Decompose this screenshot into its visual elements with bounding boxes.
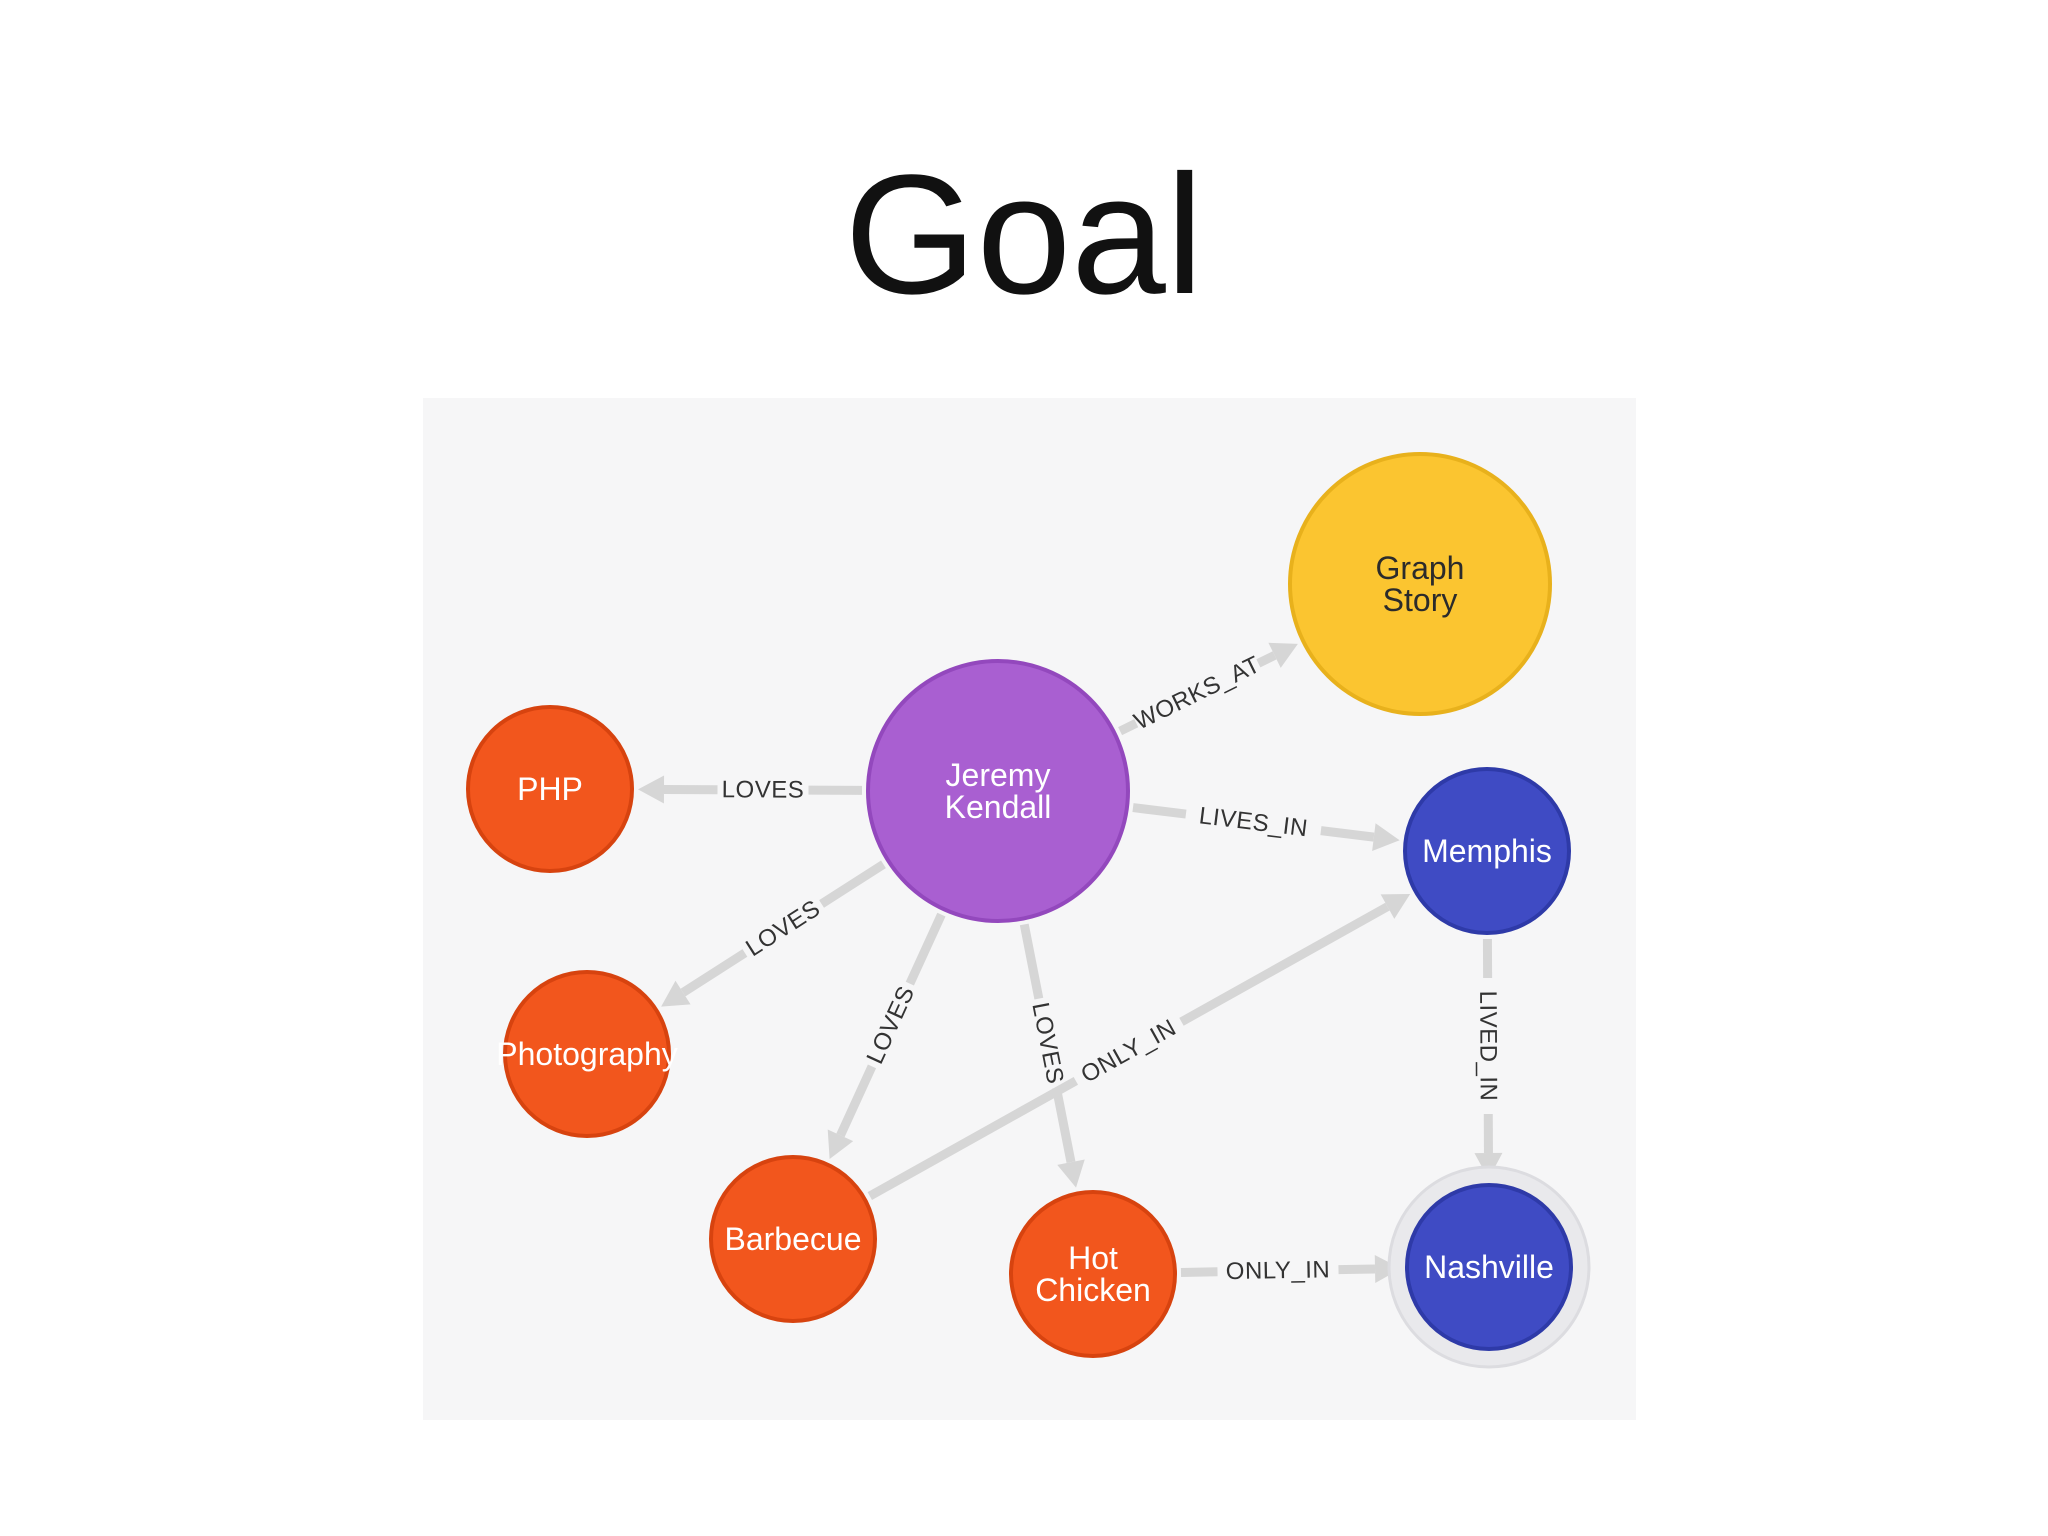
edge-hotchicken-nashville[interactable]: ONLY_IN <box>1180 1255 1402 1285</box>
node-circle <box>1405 1183 1573 1351</box>
edge-line <box>1338 1264 1376 1275</box>
edge-arrowhead <box>827 1129 854 1159</box>
edge-jeremy-graphstory[interactable]: WORKS_AT <box>1118 642 1298 736</box>
edge-line <box>1051 1087 1076 1164</box>
node-label: PHP <box>517 771 583 807</box>
edge-jeremy-barbecue[interactable]: LOVES <box>827 912 946 1159</box>
node-label: Photography <box>496 1036 677 1072</box>
node-label: Barbecue <box>725 1221 862 1257</box>
node-label: Graph <box>1376 550 1465 586</box>
edge-line <box>867 1076 1079 1200</box>
edge-label: ONLY_IN <box>1226 1256 1331 1285</box>
edge-line <box>836 1064 877 1138</box>
edge-jeremy-memphis[interactable]: LIVES_IN <box>1132 802 1400 852</box>
node-circle <box>866 659 1130 923</box>
node-php[interactable]: PHP <box>466 705 634 873</box>
node-circle <box>1009 1190 1177 1358</box>
node-circle <box>1403 767 1571 935</box>
slide-title: Goal <box>844 140 1204 330</box>
edge-line <box>1256 651 1277 668</box>
edge-arrowhead <box>1268 642 1298 668</box>
edge-line <box>1132 803 1187 819</box>
node-barbecue[interactable]: Barbecue <box>709 1155 877 1323</box>
edge-label: LIVES_IN <box>1197 802 1309 842</box>
edge-label: LOVES <box>861 982 920 1068</box>
edge-jeremy-photography[interactable]: LOVES <box>661 860 886 1007</box>
edge-line <box>1320 826 1375 842</box>
edge-jeremy-php[interactable]: LOVES <box>637 775 863 804</box>
node-circle <box>503 970 671 1138</box>
edge-label: LIVED_IN <box>1474 991 1502 1102</box>
edge-line <box>1179 902 1390 1026</box>
edge-line <box>1019 923 1044 1000</box>
node-label: Story <box>1383 582 1458 618</box>
node-circle <box>1288 452 1552 716</box>
edge-label: LOVES <box>741 895 825 962</box>
node-label: Nashville <box>1424 1249 1554 1285</box>
edge-barbecue-memphis[interactable]: ONLY_IN <box>867 893 1411 1200</box>
edge-line <box>1180 1267 1218 1277</box>
edge-line <box>819 860 886 908</box>
edge-line <box>680 949 748 997</box>
edge-label: LOVES <box>722 776 805 803</box>
edge-line <box>905 912 946 986</box>
edge-label: LOVES <box>1026 1000 1068 1086</box>
node-label: Memphis <box>1422 833 1552 869</box>
node-circle <box>466 705 634 873</box>
node-circle <box>709 1155 877 1323</box>
edge-label: ONLY_IN <box>1076 1014 1180 1089</box>
edge-label: WORKS_AT <box>1130 651 1265 736</box>
edge-memphis-nashville[interactable]: LIVED_IN <box>1474 938 1503 1180</box>
edge-arrowhead <box>1057 1159 1085 1188</box>
node-label: Kendall <box>945 789 1052 825</box>
edge-arrowhead <box>1380 893 1411 919</box>
edge-arrowhead <box>661 980 691 1007</box>
node-memphis[interactable]: Memphis <box>1403 767 1571 935</box>
node-label: Hot <box>1068 1240 1118 1276</box>
edge-arrowhead <box>1372 823 1400 852</box>
edge-line <box>1118 719 1139 736</box>
node-nashville[interactable]: Nashville <box>1387 1165 1591 1369</box>
node-label: Jeremy <box>946 757 1051 793</box>
node-label: Chicken <box>1035 1272 1151 1308</box>
node-photography[interactable]: Photography <box>496 970 678 1138</box>
edge-arrowhead <box>637 775 665 804</box>
edge-jeremy-hotchicken[interactable]: LOVES <box>1019 923 1085 1188</box>
